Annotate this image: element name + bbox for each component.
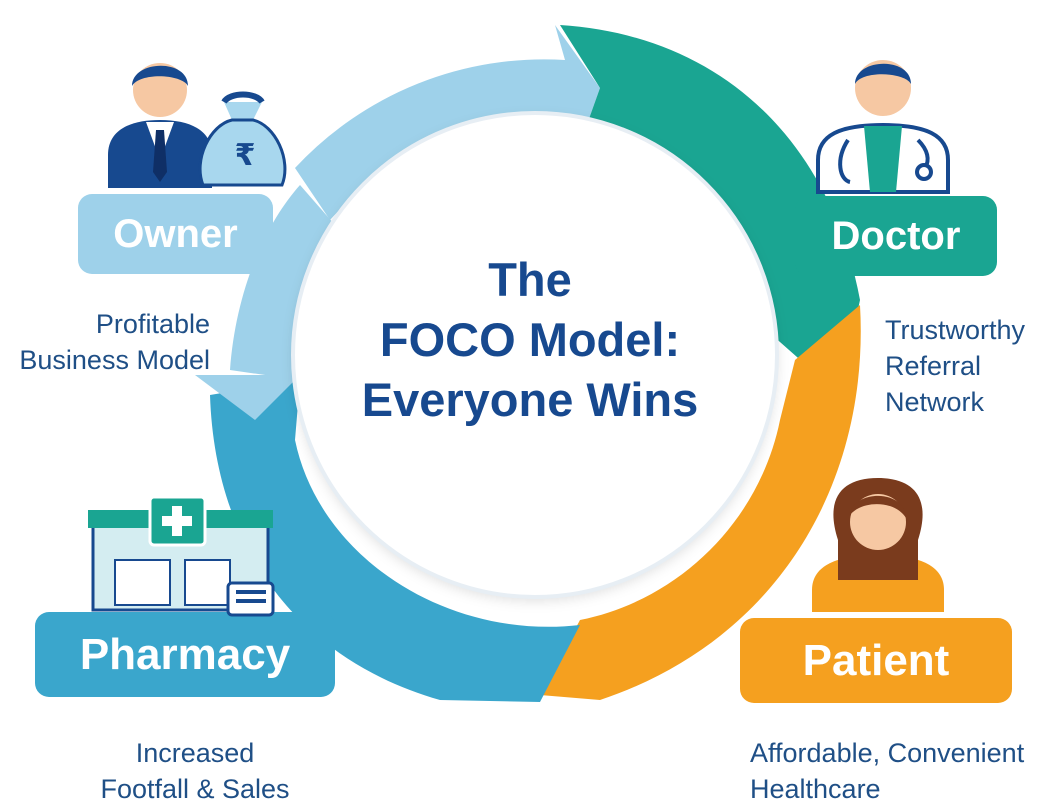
owner-benefit-line-1: Profitable bbox=[95, 309, 210, 339]
owner-label-text: Owner bbox=[113, 211, 238, 256]
patient-benefit-line-2: Healthcare bbox=[750, 774, 881, 804]
doctor-label-text: Doctor bbox=[831, 213, 961, 258]
rupee-symbol: ₹ bbox=[234, 139, 256, 172]
patient-arc bbox=[540, 305, 861, 700]
patient-benefit-line-1: Affordable, Convenient bbox=[750, 738, 1025, 768]
doctor-label: Doctor bbox=[795, 196, 997, 276]
pharmacy-benefit-line-2: Footfall & Sales bbox=[100, 774, 290, 804]
patient-benefit: Affordable, Convenient Healthcare bbox=[750, 735, 1060, 807]
doctor-benefit: Trustworthy Referral Network bbox=[885, 312, 1060, 420]
title-line-1: The bbox=[488, 253, 572, 306]
businessman-icon bbox=[108, 63, 212, 188]
pharmacy-benefit: Increased Footfall & Sales bbox=[50, 735, 340, 807]
pharmacy-benefit-line-1: Increased bbox=[135, 738, 255, 768]
patient-label: Patient bbox=[740, 618, 1012, 703]
center-title: The FOCO Model: Everyone Wins bbox=[320, 250, 740, 430]
pharmacy-store-icon bbox=[88, 495, 275, 617]
pharmacy-label-text: Pharmacy bbox=[79, 629, 291, 679]
owner-label: Owner bbox=[78, 194, 273, 274]
patient-icon bbox=[812, 478, 944, 612]
patient-label-text: Patient bbox=[802, 635, 950, 685]
doctor-icon bbox=[816, 60, 950, 194]
doctor-benefit-line-3: Network bbox=[885, 387, 985, 417]
owner-arc-lower bbox=[230, 185, 335, 380]
patient-label-bg bbox=[740, 618, 1012, 703]
owner-arrow-head bbox=[195, 375, 300, 420]
owner-benefit-line-2: Business Model bbox=[19, 345, 210, 375]
pharmacy-label-bg bbox=[35, 612, 335, 697]
pharmacy-label: Pharmacy bbox=[35, 612, 335, 697]
title-line-2: FOCO Model: bbox=[379, 313, 681, 366]
money-bag-icon bbox=[198, 91, 287, 187]
title-line-3: Everyone Wins bbox=[361, 373, 699, 426]
owner-label-bg bbox=[78, 194, 273, 274]
doctor-benefit-line-2: Referral bbox=[885, 351, 982, 381]
owner-benefit: Profitable Business Model bbox=[10, 306, 210, 378]
doctor-label-bg bbox=[795, 196, 997, 276]
doctor-benefit-line-1: Trustworthy bbox=[885, 315, 1026, 345]
owner-arc bbox=[295, 25, 600, 220]
center-circle bbox=[293, 113, 777, 597]
center-circle-outline bbox=[291, 111, 779, 599]
